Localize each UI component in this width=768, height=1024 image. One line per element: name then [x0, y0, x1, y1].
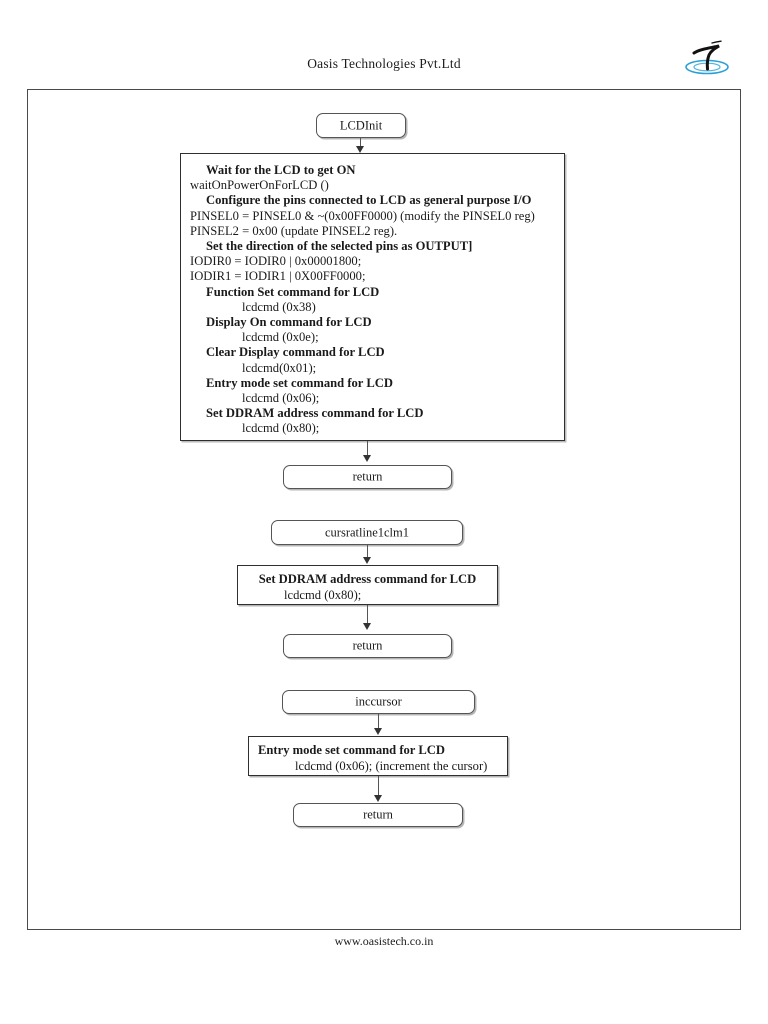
arrowhead-entrymode-to-return3 — [374, 795, 382, 802]
node-return-3-label: return — [363, 807, 393, 822]
node-return-3[interactable]: return — [293, 803, 463, 827]
arrowhead-body-to-return1 — [363, 455, 371, 462]
body-line: lcdcmd (0x0e); — [242, 330, 319, 345]
arrowhead-start-to-body — [356, 146, 364, 153]
node-cursratline1clm1[interactable]: cursratline1clm1 — [271, 520, 463, 545]
node-return-2[interactable]: return — [283, 634, 452, 658]
connector-ddram-to-return2 — [367, 605, 368, 625]
body-line: Set DDRAM address command for LCD — [206, 406, 424, 421]
body-line: lcdcmd (0x38) — [242, 299, 316, 314]
arrowhead-cursor-to-ddram — [363, 557, 371, 564]
body-line: PINSEL0 = PINSEL0 & ~(0x00FF0000) (modif… — [190, 208, 535, 223]
arrowhead-ddram-to-return2 — [363, 623, 371, 630]
footer-website: www.oasistech.co.in — [334, 934, 434, 948]
node-return-1[interactable]: return — [283, 465, 452, 489]
node-entry-mode-sub: lcdcmd (0x06); (increment the cursor) — [295, 759, 488, 773]
body-line: IODIR1 = IODIR1 | 0X00FF0000; — [190, 269, 366, 284]
node-set-ddram-sub: lcdcmd (0x80); — [284, 588, 362, 602]
body-line: PINSEL2 = 0x00 (update PINSEL2 reg). — [190, 223, 398, 238]
body-line: Wait for the LCD to get ON — [206, 163, 356, 177]
connector-entrymode-to-return3 — [378, 776, 379, 797]
connector-start-to-body — [360, 138, 361, 148]
company-title: Oasis Technologies Pvt.Ltd — [307, 56, 461, 71]
node-lcdinit-start[interactable]: LCDInit — [316, 113, 406, 138]
node-return-2-label: return — [352, 638, 383, 653]
node-set-ddram-title: Set DDRAM address command for LCD — [258, 572, 477, 586]
body-line: Entry mode set command for LCD — [206, 375, 393, 390]
connector-cursor-to-ddram — [367, 545, 368, 559]
node-lcdinit-start-label: LCDInit — [339, 118, 383, 132]
connector-body-to-return1 — [367, 441, 368, 457]
body-line: Set the direction of the selected pins a… — [206, 239, 473, 254]
body-line: IODIR0 = IODIR0 | 0x00001800; — [190, 254, 362, 269]
arrowhead-inccursor-to-entrymode — [374, 728, 382, 735]
body-line: waitOnPowerOnForLCD () — [190, 178, 329, 193]
oasis-t-ripple-logo-icon — [678, 36, 736, 82]
node-inccursor[interactable]: inccursor — [282, 690, 475, 714]
body-line: Clear Display command for LCD — [206, 345, 385, 360]
node-entry-mode-title: Entry mode set command for LCD — [258, 743, 445, 757]
body-line: lcdcmd(0x01); — [242, 360, 317, 375]
node-entry-mode-block: Entry mode set command for LCD lcdcmd (0… — [248, 736, 508, 776]
body-line: Function Set command for LCD — [206, 284, 380, 299]
body-line: lcdcmd (0x06); — [242, 391, 320, 406]
body-line: Display On command for LCD — [206, 315, 372, 330]
node-cursratline1clm1-label: cursratline1clm1 — [325, 525, 409, 539]
node-inccursor-label: inccursor — [355, 694, 402, 709]
connector-inccursor-to-entrymode — [378, 714, 379, 730]
body-line: Configure the pins connected to LCD as g… — [206, 193, 532, 208]
node-return-1-label: return — [352, 469, 383, 484]
body-line: lcdcmd (0x80); — [242, 421, 320, 436]
node-set-ddram-block: Set DDRAM address command for LCD lcdcmd… — [237, 565, 498, 605]
